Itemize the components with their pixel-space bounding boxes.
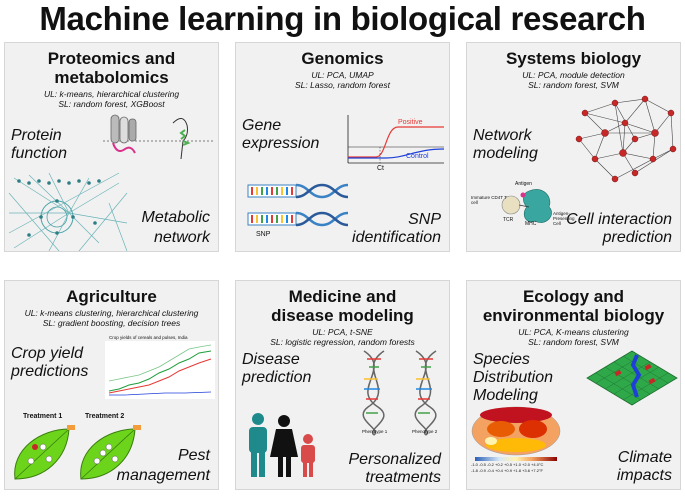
treatment2-label: Treatment 2 <box>85 413 125 420</box>
phenotype1-label: Phenotype 1 <box>362 429 388 434</box>
label-predictions: predictions <box>11 363 89 380</box>
label-distribution: Distribution <box>473 369 554 386</box>
panel-title-line2: environmental biology <box>482 306 665 325</box>
label-gene: Gene <box>242 117 282 134</box>
label-protein: Protein <box>11 127 62 144</box>
label-climate: Climate <box>617 449 672 466</box>
label-treatments: treatments <box>365 469 441 486</box>
panel-title-line1: Medicine and <box>288 287 397 306</box>
membrane-protein-icon <box>103 114 213 160</box>
antigen-label: Antigen <box>515 181 532 187</box>
dna-snp-icon <box>247 183 349 227</box>
label-prediction: prediction <box>242 369 312 386</box>
label-cell-interaction: Cell interaction <box>566 211 672 228</box>
ul-methods: UL: PCA, module detection <box>522 70 625 80</box>
ul-methods: UL: k-means clustering, hierarchical clu… <box>24 308 199 318</box>
label-modeling: modeling <box>473 145 538 162</box>
leaf-treatment-icon <box>14 425 141 480</box>
panel-title-line1: Proteomics and <box>47 49 176 68</box>
ul-methods: UL: PCA, t-SNE <box>312 327 373 337</box>
climate-map-icon <box>471 406 561 461</box>
label-network: Network <box>473 127 532 144</box>
label-prediction: prediction <box>602 229 672 246</box>
sl-methods: SL: random forest, SVM <box>528 80 619 90</box>
family-icon <box>249 413 315 477</box>
panel-title: Systems biology <box>505 49 642 68</box>
sl-methods: SL: random forest, XGBoost <box>58 99 165 109</box>
label-species: Species <box>473 351 530 368</box>
page-title: Machine learning in biological research <box>39 0 646 37</box>
label-network: network <box>153 229 210 246</box>
ct-label: Ct <box>377 165 384 172</box>
panel-systems-biology: Systems biology UL: PCA, module detectio… <box>466 42 681 252</box>
label-modeling: Modeling <box>473 387 538 404</box>
crop-yield-chart <box>105 341 215 399</box>
label-personalized: Personalized <box>348 451 442 468</box>
crop-chart-caption: Crop yields of cereals and pulses, India <box>109 335 188 340</box>
label-pest: Pest <box>177 447 210 464</box>
tcell-label: Immature CD4T T cell <box>471 195 507 205</box>
label-disease: Disease <box>242 351 300 368</box>
panel-agriculture: Agriculture UL: k-means clustering, hier… <box>4 280 219 490</box>
panel-title-line1: Ecology and <box>522 287 625 306</box>
metabolic-network-icon <box>8 172 128 251</box>
panel-title: Genomics <box>301 49 384 68</box>
label-management: management <box>116 467 210 484</box>
label-impacts: impacts <box>616 467 672 484</box>
positive-label: Positive <box>398 119 423 126</box>
panel-proteomics: Proteomics and metabolomics UL: k-means,… <box>4 42 219 252</box>
panel-medicine: Medicine and disease modeling UL: PCA, t… <box>235 280 450 490</box>
label-crop-yield: Crop yield <box>11 345 84 362</box>
control-label: Control <box>406 153 429 160</box>
sl-methods: SL: logistic regression, random forests <box>270 337 415 347</box>
cell-interaction-icon <box>501 189 552 223</box>
qpcr-plot <box>347 115 445 165</box>
ul-methods: UL: k-means, hierarchical clustering <box>43 89 180 99</box>
gene-network-icon <box>575 95 677 183</box>
tcr-label: TCR <box>503 217 514 223</box>
label-metabolic: Metabolic <box>141 209 210 226</box>
label-expression: expression <box>242 135 320 152</box>
scale-top-label: -1.0 -0.5 -0.2 +0.2 +0.5 +1.0 +2.0 +4.0°… <box>471 462 544 467</box>
panel-genomics: Genomics UL: PCA, UMAP SL: Lasso, random… <box>235 42 450 252</box>
sl-methods: SL: gradient boosting, decision trees <box>42 318 181 328</box>
mhc-label: MHC <box>525 221 537 227</box>
phenotype2-label: Phenotype 2 <box>412 429 438 434</box>
panel-title-line2: disease modeling <box>271 306 414 325</box>
treatment1-label: Treatment 1 <box>23 413 63 420</box>
sl-methods: SL: random forest, SVM <box>528 337 619 347</box>
scale-bottom-label: -1.8 -0.9 -0.4 +0.4 +0.9 +1.8 +3.6 +7.2°… <box>471 468 543 473</box>
snp-marker-label: SNP <box>256 231 271 238</box>
species-grid-icon <box>586 350 678 406</box>
label-function: function <box>11 145 68 162</box>
label-identification: identification <box>352 229 441 246</box>
panel-ecology: Ecology and environmental biology UL: PC… <box>466 280 681 490</box>
apc-label: Antigen-Presenting Cell <box>553 211 575 226</box>
ul-methods: UL: PCA, UMAP <box>311 70 374 80</box>
panel-title: Agriculture <box>66 287 157 306</box>
label-snp: SNP <box>408 211 441 228</box>
dna-phenotype-icon <box>362 350 437 436</box>
sl-methods: SL: Lasso, random forest <box>295 80 390 90</box>
panel-title-line2: metabolomics <box>54 68 169 87</box>
ul-methods: UL: PCA, K-means clustering <box>518 327 629 337</box>
